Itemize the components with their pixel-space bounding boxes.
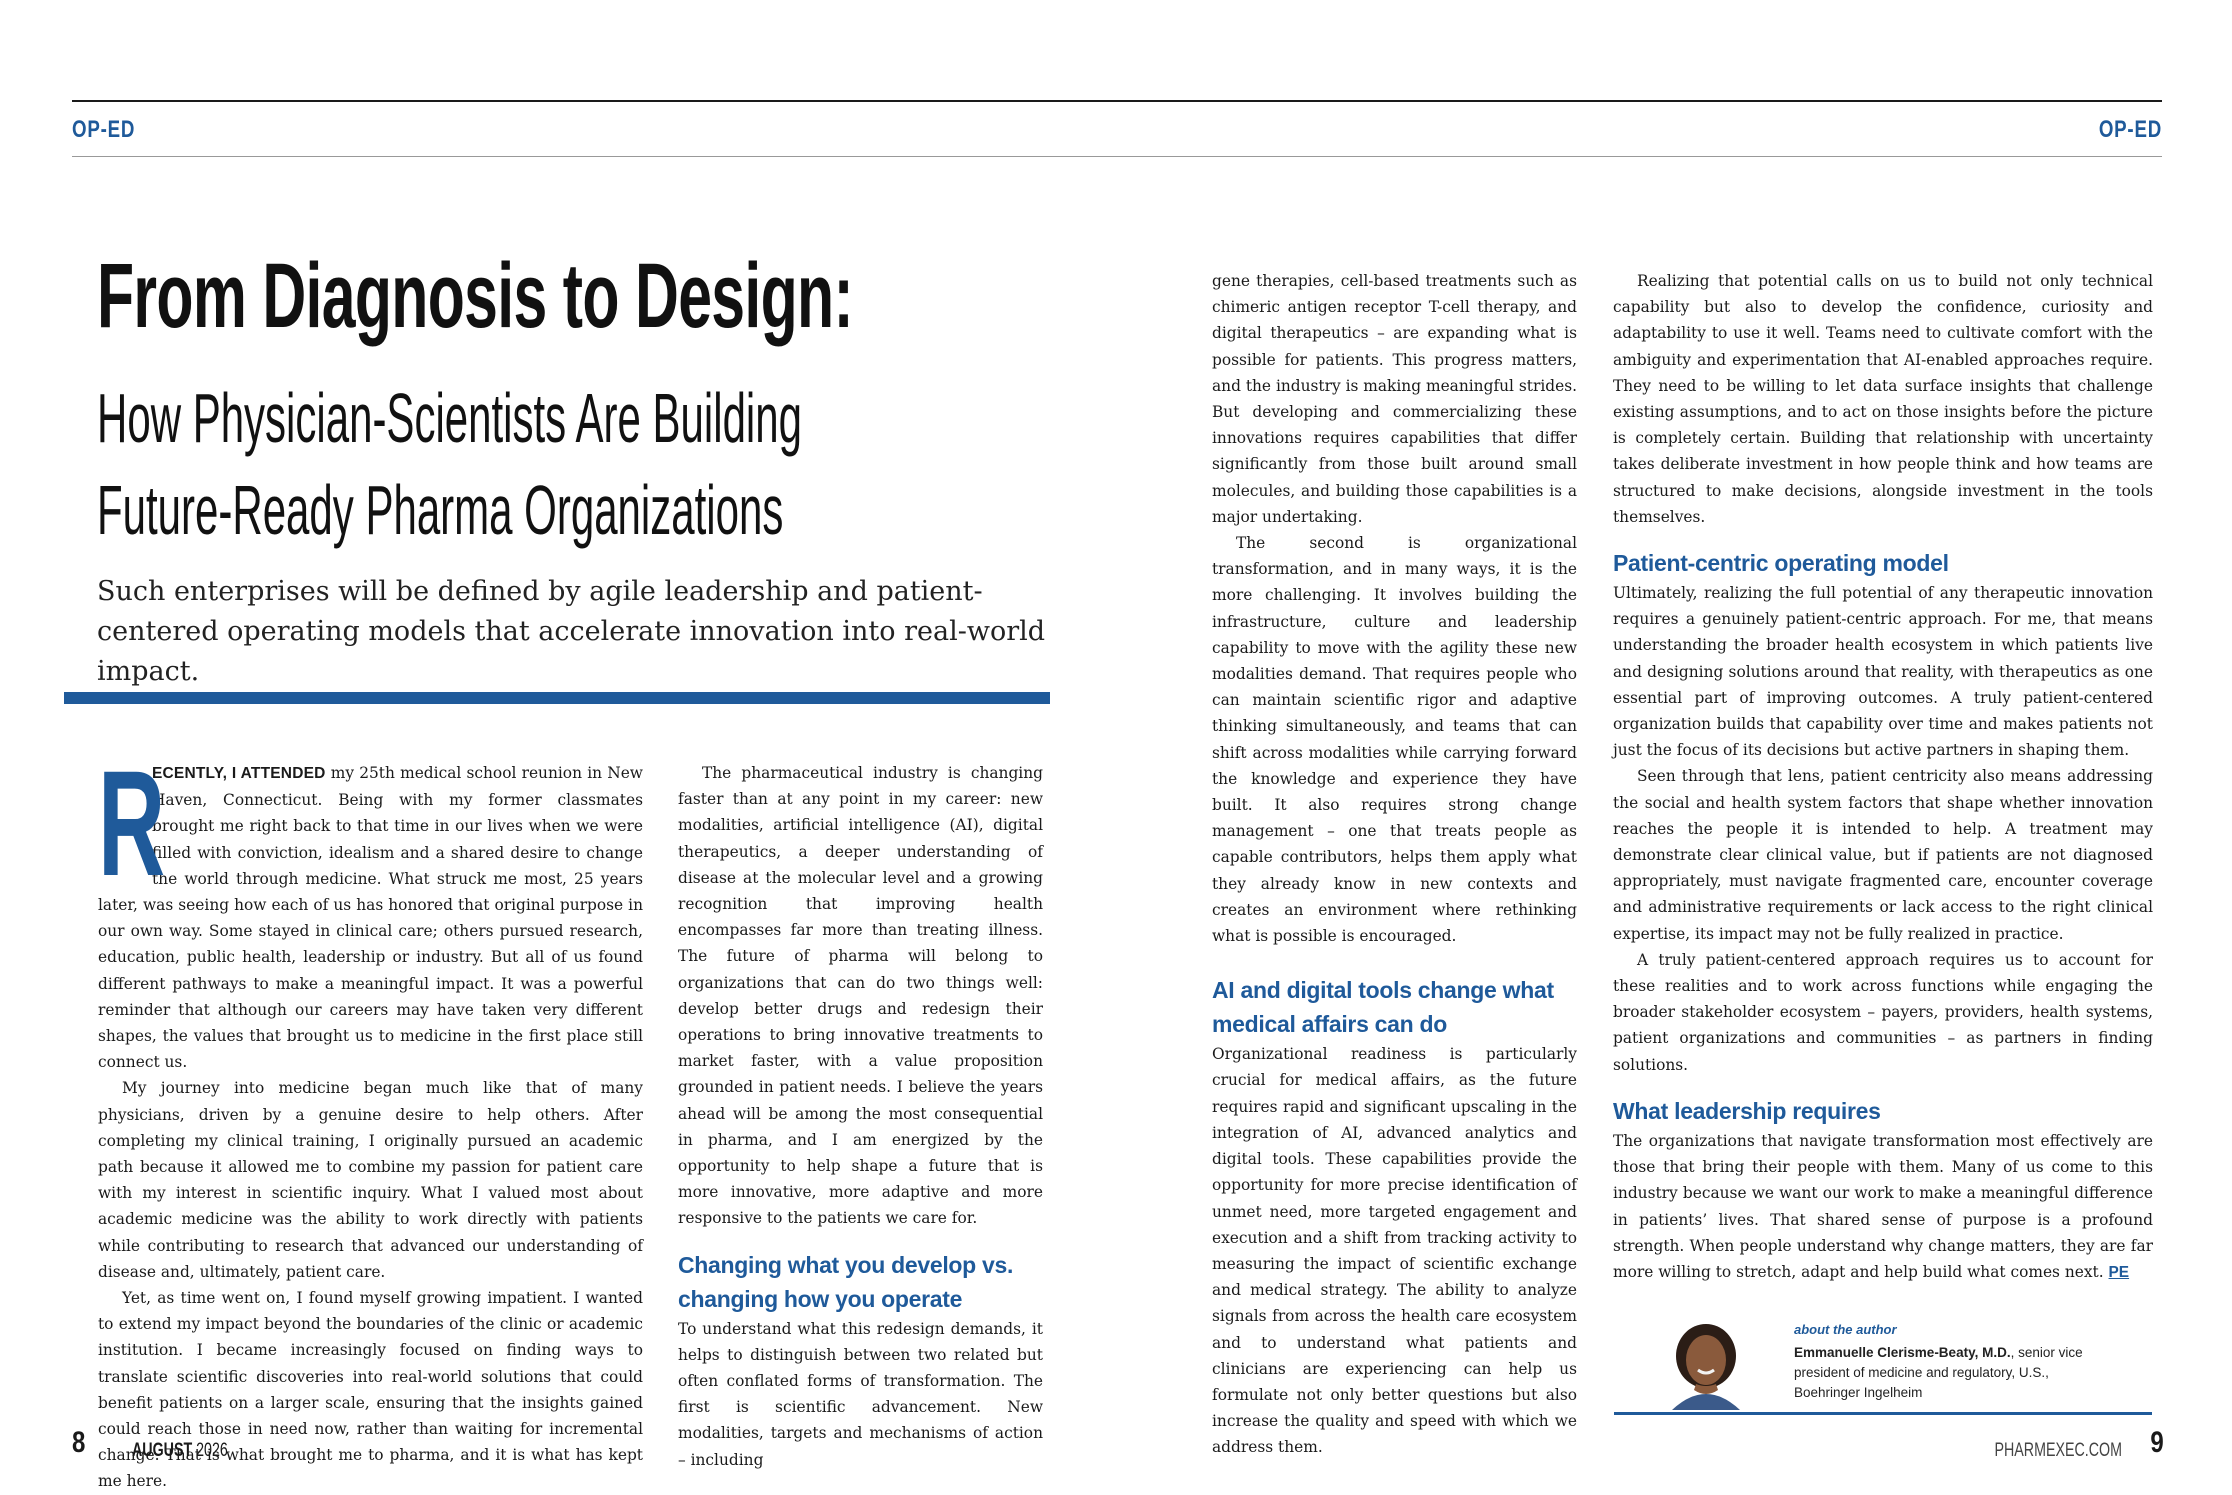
author-bio-text: , senior vice president of medicine and …: [1794, 1345, 2083, 1400]
author-tag: about the author: [1794, 1322, 1897, 1337]
article-column-4: Realizing that potential calls on us to …: [1613, 268, 2153, 1286]
article-subtitle-line-2: Future-Ready Pharma Organizations: [97, 471, 784, 549]
paragraph: Yet, as time went on, I found myself gro…: [98, 1289, 643, 1491]
paragraph: Ultimately, realizing the full potential…: [1613, 584, 2153, 760]
subhead: AI and digital tools change what medical…: [1212, 977, 1554, 1038]
paragraph: Organizational readiness is particularly…: [1212, 1045, 1577, 1457]
paragraph-text: The organizations that navigate transfor…: [1613, 1131, 2153, 1281]
drop-cap: R: [98, 739, 166, 907]
header-top-rule: [72, 100, 2162, 102]
paragraph: The organizations that navigate transfor…: [1613, 1128, 2153, 1286]
article-title: From Diagnosis to Design:: [97, 245, 854, 347]
title-accent-bar: [64, 692, 1050, 704]
subhead: Patient-centric operating model: [1613, 550, 1949, 577]
author-photo: [1660, 1318, 1752, 1410]
issue-date: AUGUST 2026: [132, 1440, 228, 1462]
end-mark-logo: PE: [2108, 1263, 2130, 1281]
article-column-3: gene therapies, cell-based treatments su…: [1212, 268, 1577, 1461]
article-dek: Such enterprises will be defined by agil…: [97, 576, 1046, 687]
article-subtitle-line-1: How Physician-Scientists Are Building: [97, 379, 802, 457]
author-box-rule: [1614, 1412, 2152, 1415]
paragraph-text: my 25th medical school reunion in New Ha…: [98, 764, 643, 1072]
author-bio-box: about the author Emmanuelle Clerisme-Bea…: [1794, 1322, 2114, 1403]
issue-year: 2026: [196, 1440, 228, 1461]
issue-month: AUGUST: [132, 1440, 193, 1461]
paragraph: To understand what this redesign demands…: [678, 1319, 1043, 1469]
paragraph: Seen through that lens, patient centrici…: [1613, 767, 2153, 943]
header-bottom-rule: [72, 156, 2162, 157]
author-bio: Emmanuelle Clerisme-Beaty, M.D., senior …: [1794, 1343, 2114, 1403]
page-number-left: 8: [72, 1426, 86, 1459]
paragraph: gene therapies, cell-based treatments su…: [1212, 272, 1577, 526]
paragraph: A truly patient-centered approach requir…: [1613, 950, 2153, 1074]
site-url: PHARMEXEC.COM: [1994, 1440, 2122, 1461]
author-name: Emmanuelle Clerisme-Beaty, M.D.: [1794, 1345, 2011, 1360]
paragraph: The pharmaceutical industry is changing …: [678, 764, 1043, 1228]
article-column-2: The pharmaceutical industry is changing …: [678, 760, 1043, 1473]
subhead: What leadership requires: [1613, 1097, 1881, 1124]
section-tag-right: OP-ED: [2098, 116, 2162, 143]
page-number-right: 9: [2150, 1426, 2164, 1459]
lead-in: ECENTLY, I ATTENDED: [152, 765, 326, 782]
section-tag-left: OP-ED: [72, 116, 136, 143]
paragraph: Realizing that potential calls on us to …: [1613, 272, 2153, 526]
subhead: Changing what you develop vs. changing h…: [678, 1251, 1014, 1312]
paragraph: My journey into medicine began much like…: [98, 1079, 643, 1281]
paragraph: The second is organizational transformat…: [1212, 534, 1577, 946]
